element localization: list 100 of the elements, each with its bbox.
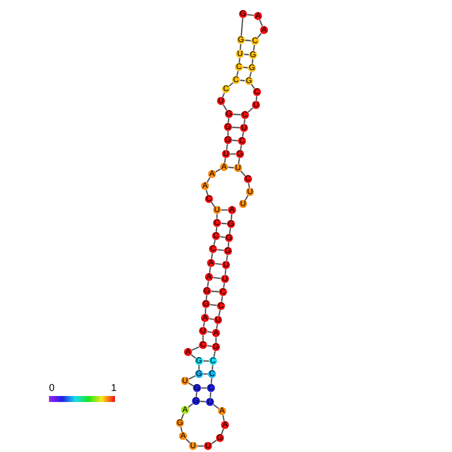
scale-label: 1: [111, 384, 117, 394]
nucleotide-circle: C: [204, 194, 214, 204]
backbone-line: [222, 283, 226, 288]
nucleotide-circle: U: [180, 376, 190, 386]
nucleotide-circle: G: [248, 50, 258, 60]
backbone-line: [244, 119, 246, 124]
base-pair-line: [217, 248, 224, 252]
nucleotide-circle: C: [232, 76, 240, 84]
base-pair-line: [232, 140, 238, 142]
backbone-line: [206, 295, 208, 300]
backbone-line: [192, 346, 200, 351]
backbone-line: [222, 104, 228, 111]
base-pair-line: [213, 276, 221, 280]
backbone-line: [247, 14, 254, 16]
backbone-line: [215, 168, 221, 172]
backbone-line: [230, 214, 232, 220]
nucleotide-circle: U: [240, 124, 248, 132]
nucleotide-circle: G: [176, 418, 184, 428]
base-pair-line: [207, 344, 212, 348]
backbone-line: [206, 177, 210, 183]
nucleotide-circle: U: [216, 96, 226, 106]
nucleotide-circle: U: [204, 442, 212, 450]
nucleotide-circle: A: [204, 272, 214, 282]
nucleotide-circle: C: [238, 136, 246, 146]
nucleotide-circle: A: [180, 406, 190, 414]
nucleotide-circle: C: [206, 384, 216, 392]
base-pair-line: [243, 66, 248, 68]
nucleotide-circle: G: [212, 342, 220, 352]
backbone-line: [226, 144, 228, 150]
nucleotide-circle: C: [212, 232, 220, 240]
backbone-line: [240, 145, 242, 150]
nucleotide-circle: G: [194, 356, 204, 366]
nucleotide-circle: G: [224, 234, 234, 242]
base-pair-line: [228, 166, 234, 168]
nucleotide-circle: C: [252, 88, 262, 96]
nucleotide-circle: A: [184, 348, 192, 356]
backbone-line: [224, 269, 226, 275]
nucleotide-circle: A: [220, 162, 228, 172]
backbone-line: [208, 267, 212, 273]
backbone-line: [238, 58, 240, 63]
backbone-line: [180, 426, 183, 432]
backbone-line: [250, 84, 256, 89]
backbone-line: [213, 240, 216, 246]
backbone-line: [222, 92, 225, 98]
backbone-line: [236, 70, 239, 76]
nucleotide-circle: G: [202, 300, 210, 308]
nucleotide-circle: U: [222, 150, 230, 158]
backbone-line: [252, 45, 256, 51]
backbone-line: [216, 324, 218, 329]
nucleotide-circle: U: [222, 260, 230, 270]
nucleotide-circle: A: [208, 170, 216, 178]
nucleotide-circle: C: [250, 36, 260, 46]
nucleotide-circle: U: [236, 50, 244, 58]
nucleotide-circle: G: [192, 384, 202, 392]
backbone-line: [257, 32, 262, 38]
backbone-line: [202, 322, 206, 327]
nucleotide-circle: U: [220, 274, 230, 284]
base-pair-line: [233, 114, 241, 116]
nucleotide-circle: U: [214, 316, 222, 324]
backbone-line: [212, 365, 214, 370]
backbone-line: [228, 118, 230, 123]
base-pair-line: [244, 54, 249, 56]
backbone-line: [206, 281, 210, 287]
nucleotide-circle: A: [220, 420, 230, 430]
backbone-line: [220, 296, 224, 302]
nucleotide-circle: U: [252, 100, 260, 110]
nucleotide-circle: G: [192, 396, 200, 406]
backbone-line: [256, 96, 258, 101]
backbone-line: [224, 158, 226, 163]
backbone-line: [210, 378, 212, 384]
backbone-line: [216, 227, 218, 232]
backbone-line: [206, 190, 208, 196]
nucleotide-circle: C: [234, 62, 244, 72]
backbone-line: [180, 414, 184, 420]
nucleotide-circle: U: [246, 188, 254, 196]
nucleotide-circle: A: [200, 314, 210, 322]
nucleotide-circle: U: [212, 206, 222, 214]
nucleotide-circle: G: [224, 136, 232, 144]
nucleotide-circle: G: [236, 36, 246, 44]
nucleotide-circle: A: [200, 182, 210, 190]
backbone-line: [188, 375, 196, 380]
nucleotide-circle: U: [188, 442, 198, 450]
nucleotide-circle: C: [240, 110, 250, 120]
backbone-line: [211, 440, 217, 444]
nucleotide-circle: G: [248, 64, 256, 72]
backbone-line: [252, 59, 254, 64]
nucleotide-circle: U: [206, 398, 214, 406]
backbone-line: [190, 354, 196, 359]
backbone-line: [242, 132, 244, 137]
nucleotide-circle: C: [222, 84, 230, 94]
nucleotide-circle: C: [198, 340, 208, 350]
nucleotide-circle: G: [224, 246, 232, 256]
backbone-line: [213, 350, 216, 358]
nucleotide-circle: G: [194, 370, 204, 378]
nucleotide-circle: C: [218, 288, 228, 296]
backbone-line: [259, 20, 263, 26]
backbone-line: [218, 310, 221, 316]
nucleotide-circle: G: [216, 434, 224, 442]
nucleotide-circle: C: [208, 244, 218, 254]
nucleotide-circle: A: [212, 328, 220, 338]
